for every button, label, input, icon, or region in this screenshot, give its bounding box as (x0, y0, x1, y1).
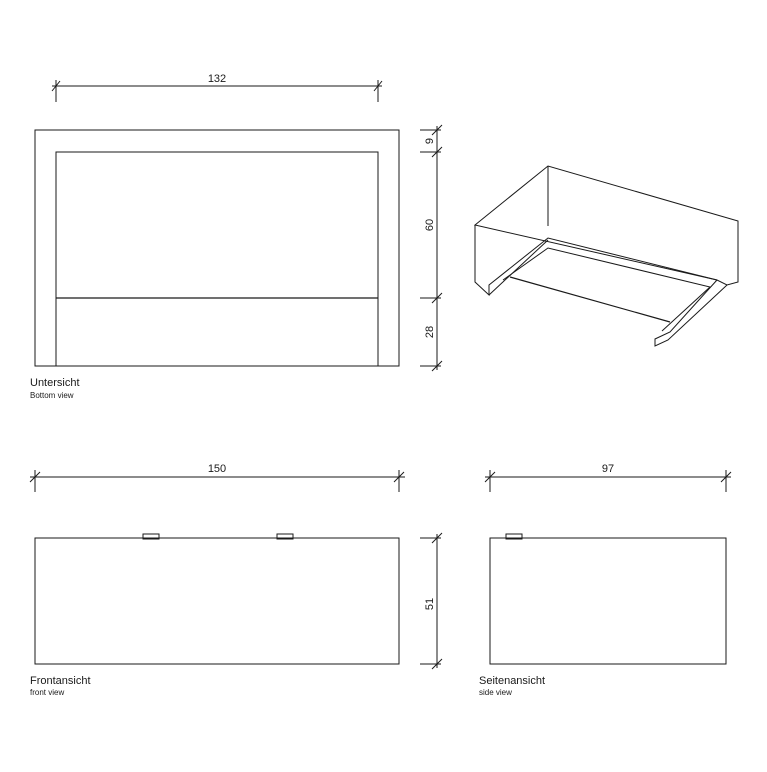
dimension-front-height: 51 (420, 532, 443, 670)
front-view-outline (34, 537, 400, 665)
isometric-left-face (474, 225, 718, 297)
side-view-outline (489, 537, 727, 665)
bottom-view (34, 129, 400, 367)
dimension-front-width: 150 (29, 463, 405, 492)
dimension-label-9: 9 (424, 138, 436, 144)
dimension-label-51: 51 (424, 598, 436, 610)
dimension-bottom-width: 132 (51, 73, 383, 102)
front-view (34, 533, 400, 665)
isometric-recess-line (509, 276, 671, 323)
front-view-title: Frontansicht (30, 675, 91, 687)
dimension-side-width: 97 (484, 463, 732, 492)
isometric-inner-recess (502, 247, 712, 332)
side-view-title: Seitenansicht (479, 675, 545, 687)
dimension-label-28: 28 (424, 326, 436, 338)
bottom-view-subtitle: Bottom view (30, 391, 74, 400)
front-view-tab-right (276, 533, 294, 540)
side-view (489, 533, 727, 665)
isometric-front-rim (654, 279, 728, 347)
isometric-top-face (473, 165, 739, 286)
dimension-label-132: 132 (208, 73, 226, 85)
dimension-bottom-right-chain: 9 60 28 (420, 124, 443, 372)
side-view-subtitle: side view (479, 688, 512, 697)
isometric-view (473, 165, 739, 347)
dimension-label-60: 60 (424, 219, 436, 231)
bottom-view-outline (34, 129, 400, 367)
dimension-label-97: 97 (602, 463, 614, 475)
side-view-tab (505, 533, 523, 540)
bottom-view-inner-frame (55, 151, 379, 366)
front-view-tab-left (142, 533, 160, 540)
dimension-label-150: 150 (208, 463, 226, 475)
front-view-subtitle: front view (30, 688, 64, 697)
bottom-view-title: Untersicht (30, 377, 80, 389)
